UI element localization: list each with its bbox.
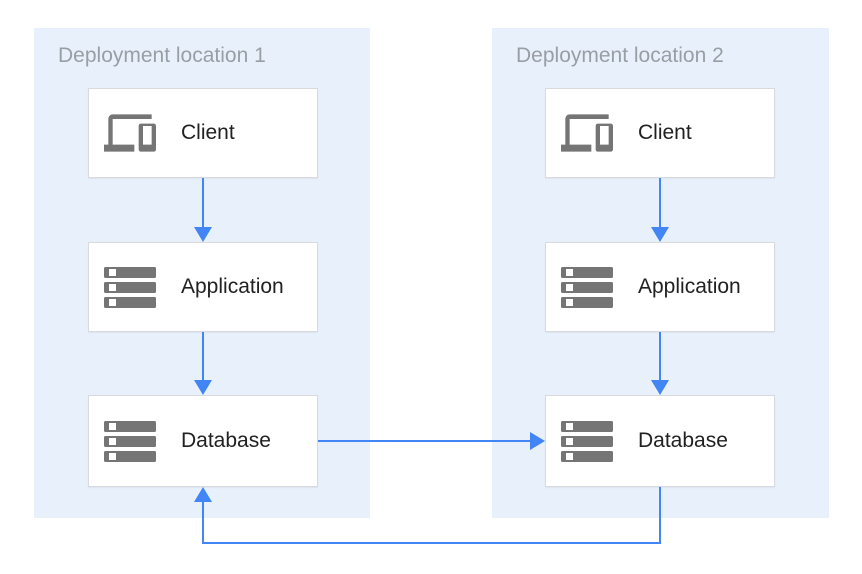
arrow-line	[202, 332, 204, 382]
server-bar	[104, 420, 156, 432]
node-label: Client	[181, 121, 235, 144]
arrowhead-right-icon	[530, 432, 545, 450]
arrowhead-down-icon	[651, 380, 669, 395]
arrow-line	[659, 178, 661, 230]
devices-icon	[104, 112, 156, 154]
server-bar	[104, 435, 156, 447]
arrow-line	[202, 178, 204, 230]
node-client-2: Client	[545, 88, 775, 178]
server-bar	[561, 435, 613, 447]
arrow-line	[659, 487, 661, 544]
arrowhead-down-icon	[651, 227, 669, 242]
node-client-1: Client	[88, 88, 318, 178]
deployment-location-2-panel: Deployment location 2 Client Application	[492, 28, 829, 518]
server-bar	[104, 296, 156, 308]
server-bar	[561, 420, 613, 432]
node-application-2: Application	[545, 242, 775, 332]
server-bar	[104, 281, 156, 293]
panel-title-2: Deployment location 2	[516, 44, 724, 67]
arrow-line	[202, 500, 204, 544]
node-database-2: Database	[545, 395, 775, 487]
server-stack-icon	[104, 266, 156, 308]
arrow-line	[659, 332, 661, 382]
node-label: Application	[638, 275, 741, 298]
node-database-1: Database	[88, 395, 318, 487]
devices-icon	[561, 112, 613, 154]
server-bar	[561, 450, 613, 462]
server-stack-icon	[561, 420, 613, 462]
node-label: Database	[181, 429, 271, 452]
node-application-1: Application	[88, 242, 318, 332]
node-label: Application	[181, 275, 284, 298]
server-stack-icon	[561, 266, 613, 308]
arrowhead-down-icon	[194, 380, 212, 395]
arrow-line	[318, 440, 532, 442]
node-label: Client	[638, 121, 692, 144]
server-bar	[104, 266, 156, 278]
deployment-location-1-panel: Deployment location 1 Client Application	[34, 28, 370, 518]
arrow-line	[202, 542, 661, 544]
arrowhead-up-icon	[194, 487, 212, 502]
server-bar	[104, 450, 156, 462]
panel-title-1: Deployment location 1	[58, 44, 266, 67]
server-bar	[561, 266, 613, 278]
node-label: Database	[638, 429, 728, 452]
server-bar	[561, 296, 613, 308]
arrowhead-down-icon	[194, 227, 212, 242]
server-bar	[561, 281, 613, 293]
server-stack-icon	[104, 420, 156, 462]
